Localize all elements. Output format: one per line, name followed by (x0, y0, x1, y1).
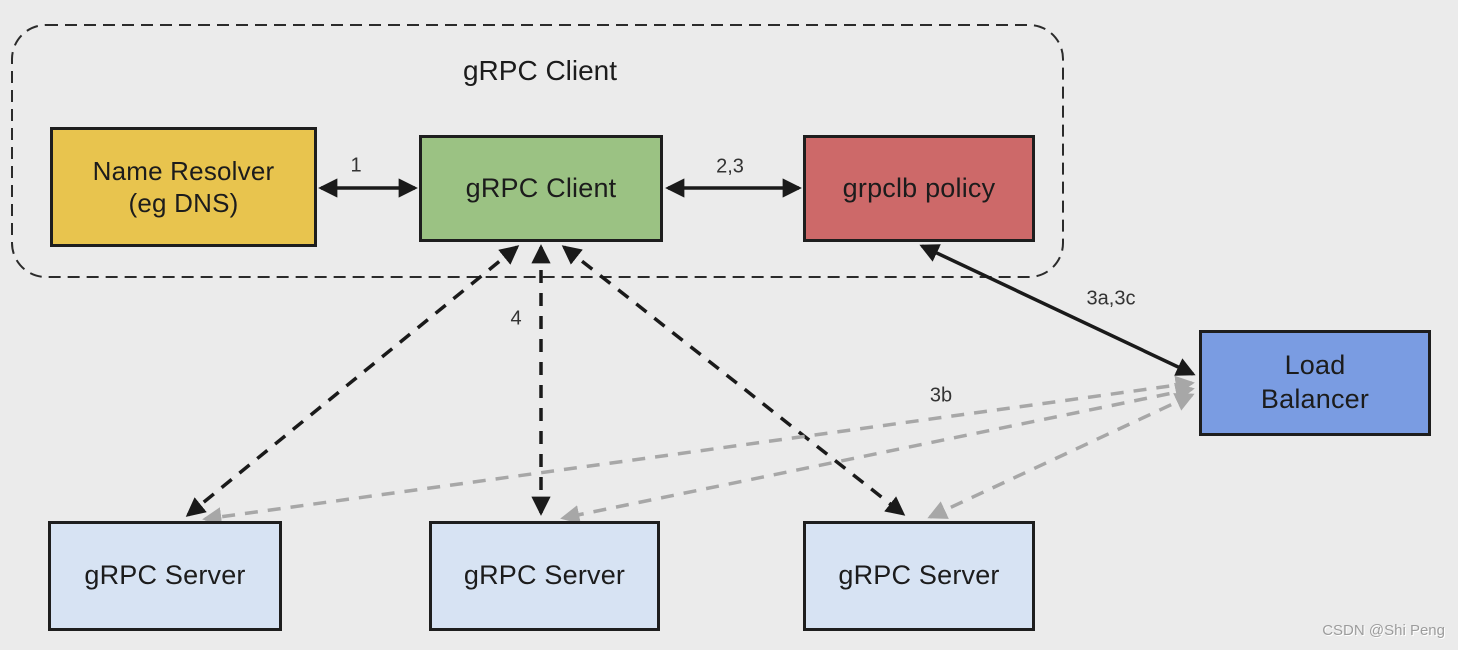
grpc-client-label: gRPC Client (465, 172, 617, 203)
edge-label-3b: 3b (929, 384, 953, 407)
grpclb-policy-label: grpclb policy (842, 172, 996, 203)
watermark-text: CSDN @Shi Peng (1322, 622, 1445, 639)
edge-policy-loadbalancer (919, 244, 1196, 376)
edge-label-3a-3c: 3a,3c (1086, 287, 1136, 310)
grpc-server-2-label: gRPC Server (463, 560, 626, 591)
grpc-server-1-label: gRPC Server (84, 560, 246, 591)
client-group-title: gRPC Client (462, 55, 618, 86)
edge-client-server3 (561, 245, 906, 516)
name-resolver-label-line1: Name Resolver (92, 155, 275, 186)
node-grpclb-policy: grpclb policy (803, 135, 1035, 242)
load-balancer-label-line1: Load (1284, 350, 1346, 381)
edge-client-server1 (185, 245, 520, 517)
grpc-server-3-label: gRPC Server (838, 560, 1000, 591)
node-load-balancer: Load Balancer (1199, 330, 1431, 436)
node-grpc-client: gRPC Client (419, 135, 663, 242)
name-resolver-label-line2: (eg DNS) (128, 188, 239, 218)
edge-loadbalancer-server3 (927, 393, 1195, 519)
client-group-dashed-border (11, 24, 1064, 278)
node-name-resolver: Name Resolver (eg DNS) (50, 127, 317, 247)
load-balancer-label-line2: Balancer (1260, 384, 1370, 414)
edge-label-1: 1 (350, 154, 362, 177)
node-grpc-server-1: gRPC Server (48, 521, 282, 631)
node-grpc-server-2: gRPC Server (429, 521, 660, 631)
edge-label-2-3: 2,3 (716, 155, 744, 178)
node-grpc-server-3: gRPC Server (803, 521, 1035, 631)
edge-loadbalancer-server1 (202, 375, 1195, 527)
edge-label-4: 4 (510, 307, 522, 330)
edge-loadbalancer-server2 (560, 382, 1195, 525)
